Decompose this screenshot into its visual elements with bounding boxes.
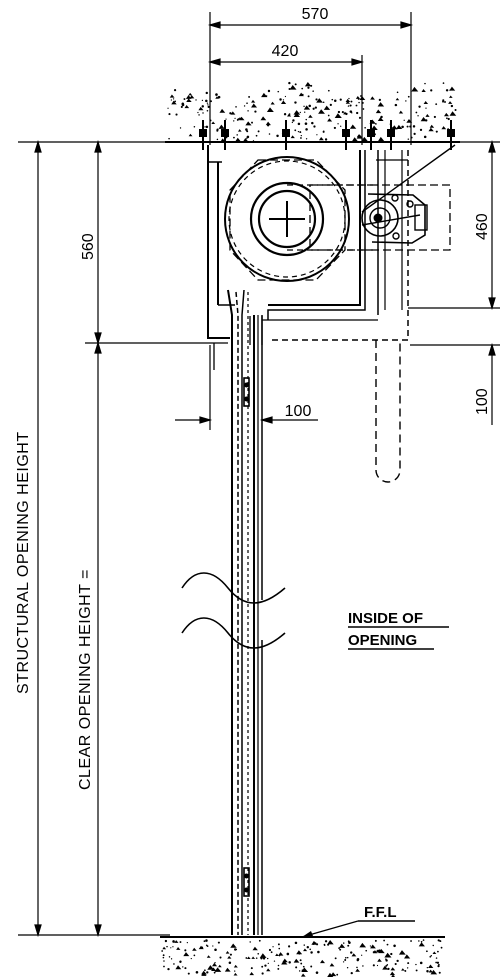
dimension-100-wall-label: 100 (285, 403, 312, 420)
dimension-100-right-label: 100 (474, 388, 491, 415)
inside-of-opening-note: INSIDE OF OPENING (348, 610, 449, 650)
dimension-570-label: 570 (302, 6, 329, 23)
dimension-570 (207, 12, 414, 145)
dimension-420 (207, 55, 365, 145)
shutter-curtain (213, 289, 263, 935)
shutter-housing (207, 145, 409, 341)
top-concrete-slab (165, 81, 460, 143)
ffl-label: F.F.L (364, 904, 397, 921)
ffl-annotation: F.F.L (301, 904, 415, 938)
concrete-stipple-top (167, 81, 457, 143)
dimension-560-label: 560 (80, 233, 97, 260)
floor-slab (18, 934, 445, 977)
box-height-dimension (85, 139, 228, 346)
clear-opening-dimension (94, 340, 102, 938)
dimension-460-label: 460 (474, 213, 491, 240)
drive-bracket (287, 144, 456, 251)
chain-handle (375, 340, 401, 483)
dimension-100-right (410, 342, 500, 425)
structural-opening-height-label: STRUCTURAL OPENING HEIGHT (15, 431, 32, 694)
dimension-100-wall (175, 345, 318, 430)
inside-of-opening-line1: INSIDE OF (348, 610, 423, 627)
clear-opening-height-label: CLEAR OPENING HEIGHT = (77, 569, 94, 790)
structural-opening-dimension (18, 139, 170, 938)
dimension-460 (408, 139, 500, 311)
roller-drum (224, 156, 350, 282)
anchor-bolts (199, 120, 455, 150)
inside-of-opening-line2: OPENING (348, 632, 417, 649)
curtain-clips (243, 377, 250, 897)
concrete-stipple-floor (161, 939, 443, 977)
dimension-420-label: 420 (272, 43, 299, 60)
break-lines (181, 572, 286, 649)
